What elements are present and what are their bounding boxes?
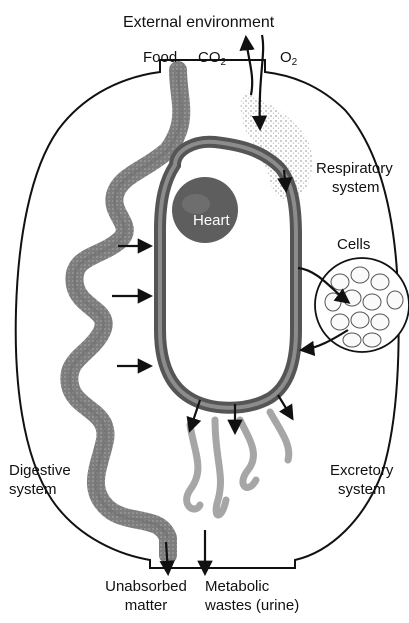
- excretory-system-shape: [187, 412, 289, 515]
- metabolic-wastes-label-line1: Metabolic: [205, 578, 269, 596]
- o2-label: O2: [280, 49, 297, 72]
- external-environment-label: External environment: [123, 14, 274, 32]
- excretory-system-label-line2: system: [338, 481, 386, 499]
- co2-label: CO2: [198, 49, 226, 72]
- food-label: Food: [143, 49, 177, 67]
- co2-label-subscript: 2: [221, 57, 227, 68]
- excretory-system-label-line1: Excretory: [330, 462, 393, 480]
- respiratory-system-label-line1: Respiratory: [316, 160, 393, 178]
- unabsorbed-matter-label-line2: matter: [86, 597, 206, 615]
- digestive-system-label-line1: Digestive: [9, 462, 71, 480]
- metabolic-wastes-label-line2: wastes (urine): [205, 597, 299, 615]
- co2-label-base: CO: [198, 49, 221, 66]
- respiratory-system-label-line2: system: [332, 179, 380, 197]
- loop-to-kidney-arrow-3: [278, 395, 292, 418]
- o2-label-subscript: 2: [292, 57, 298, 68]
- cells-label: Cells: [337, 236, 370, 254]
- o2-label-base: O: [280, 49, 292, 66]
- unabsorbed-matter-label-line1: Unabsorbed: [86, 578, 206, 596]
- co2-arrow: [246, 38, 252, 95]
- heart-label: Heart: [193, 212, 230, 230]
- digestive-system-label-line2: system: [9, 481, 57, 499]
